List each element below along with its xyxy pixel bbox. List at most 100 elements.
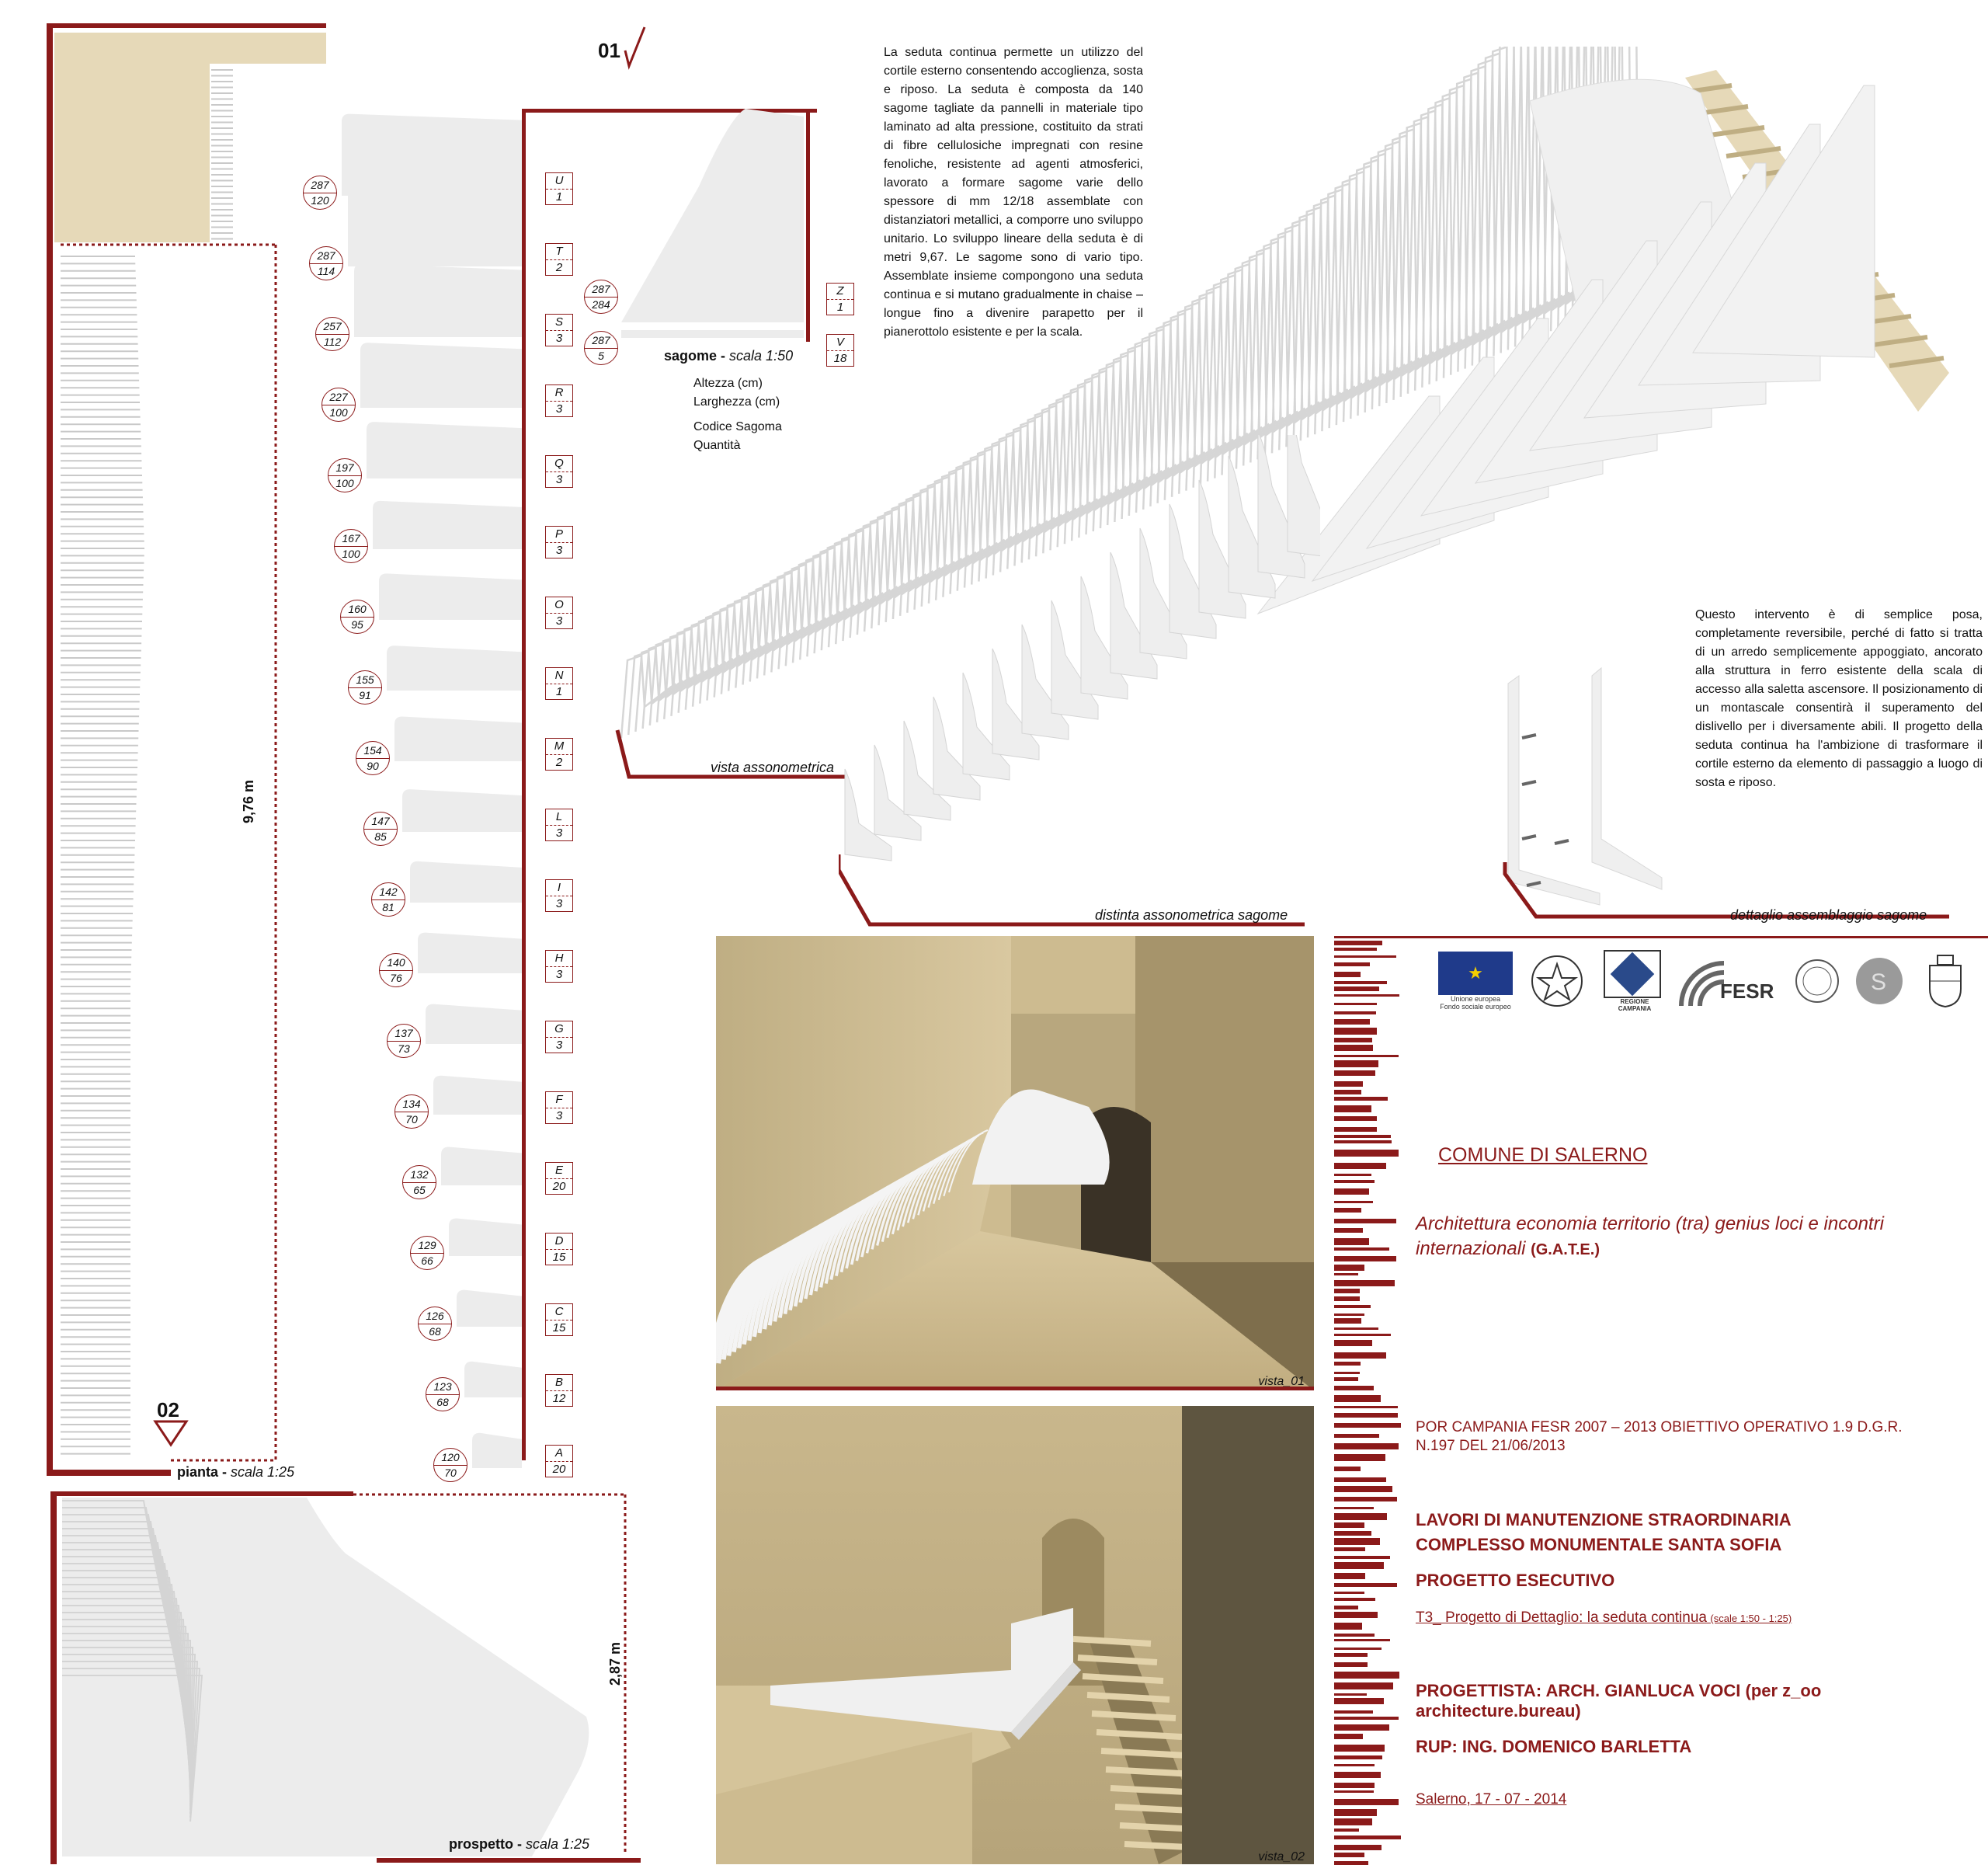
sagoma-height: 257 <box>316 318 349 335</box>
barcode-stripe <box>1334 1395 1381 1402</box>
stair-tread <box>1077 1655 1158 1665</box>
barcode-stripe <box>1334 1556 1390 1559</box>
barcode-stripe <box>1334 1724 1389 1731</box>
sagoma-code: G <box>546 1021 572 1038</box>
barcode-stripe <box>1334 1019 1370 1025</box>
barcode-stripe <box>1334 1583 1397 1587</box>
sagoma-width: 114 <box>317 265 335 277</box>
barcode-stripe <box>1334 1174 1371 1176</box>
stair-tread <box>1709 125 1765 137</box>
barcode-stripe <box>1334 1273 1358 1275</box>
sagoma-height: 287 <box>585 280 617 298</box>
sagoma-height: 137 <box>388 1025 420 1042</box>
pianta-drawing <box>47 23 551 1476</box>
barcode-stripe <box>1334 1045 1373 1051</box>
barcode-stripe <box>1334 1783 1375 1788</box>
sagoma-profile <box>441 1147 522 1185</box>
axonometric-caption: vista assonometrica <box>711 760 835 775</box>
barcode-stripe <box>1334 1413 1398 1418</box>
barcode-stripe <box>1334 1201 1373 1203</box>
barcode-stripe <box>1334 1662 1368 1667</box>
axonometric-view <box>613 0 1980 792</box>
barcode-stripe <box>1334 1809 1377 1816</box>
render-vista-01-image <box>716 936 1314 1390</box>
sagome-title-scale: scala 1:50 <box>729 348 794 364</box>
sagoma-profile <box>348 184 522 266</box>
barcode-stripe <box>1334 1238 1369 1245</box>
barcode-stripe <box>1334 1592 1364 1594</box>
seal-logo <box>1790 949 1844 1013</box>
barcode-stripe <box>1334 941 1382 945</box>
distinta-panel <box>844 768 892 861</box>
barcode-stripe <box>1334 1772 1381 1778</box>
stair-tread <box>1096 1729 1183 1740</box>
barcode-stripe <box>1334 1467 1361 1471</box>
sagoma-height: 120 <box>434 1449 467 1466</box>
sagoma-width: 81 <box>382 901 394 913</box>
barcode-stripe <box>1334 1386 1374 1390</box>
sagoma-profile <box>394 716 522 761</box>
sagoma-quantity: 15 <box>552 1251 566 1264</box>
barcode-stripe <box>1334 1296 1360 1301</box>
salerno-crest <box>1918 949 1972 1013</box>
barcode-stripe <box>1334 1639 1390 1641</box>
barcode-stripe <box>1334 1280 1395 1286</box>
sagoma-width: 73 <box>398 1042 410 1055</box>
sagoma-quantity: 1 <box>555 190 563 204</box>
barcode-stripe <box>1334 1327 1378 1330</box>
barcode-stripe <box>1334 972 1361 977</box>
sagoma-code: Z <box>827 284 853 300</box>
barcode-stripe <box>1334 1734 1363 1739</box>
barcode-stripe <box>1334 1318 1361 1324</box>
project-title-text: Architettura economia territorio (tra) g… <box>1416 1213 1884 1259</box>
barcode-stripe <box>1334 1127 1377 1132</box>
sagoma-code: V <box>827 335 853 351</box>
barcode-stripe <box>1334 981 1387 984</box>
barcode-stripe <box>1334 1477 1386 1482</box>
legend-width: Larghezza (cm) <box>693 395 780 409</box>
render-parapet <box>972 1089 1110 1185</box>
stair-tread <box>1072 1636 1152 1647</box>
barcode-stripe <box>1334 1755 1382 1759</box>
barcode-stripe <box>1334 1188 1369 1195</box>
note-text: Questo intervento è di semplice posa, co… <box>1695 608 1983 789</box>
barcode-stripe <box>1334 1648 1382 1650</box>
stair-tread <box>1100 1748 1189 1759</box>
sagoma-height: 129 <box>411 1237 443 1254</box>
barcode-stripe <box>1334 1845 1382 1850</box>
sagoma-code: R <box>546 385 572 402</box>
sagoma-code: H <box>546 951 572 967</box>
barcode-stripe <box>1334 1682 1393 1689</box>
barcode-stripes <box>1334 941 1401 1865</box>
sagoma-profile <box>367 422 522 478</box>
comune-title: COMUNE DI SALERNO <box>1438 1144 1647 1167</box>
sagoma-width: 68 <box>436 1396 449 1408</box>
sagoma-profile <box>342 113 522 196</box>
sagoma-height: 140 <box>380 954 412 971</box>
sagoma-quantity: 1 <box>836 301 844 314</box>
barcode-stripe <box>1334 1208 1361 1213</box>
fesr-logo-text: FESR <box>1720 979 1774 1003</box>
barcode-stripe <box>1334 986 1379 991</box>
sagoma-quantity: 1 <box>555 685 563 698</box>
distinta-drawing <box>836 407 1335 927</box>
barcode-stripe <box>1334 1693 1367 1696</box>
designer-line: PROGETTISTA: ARCH. GIANLUCA VOCI (per z_… <box>1416 1681 1822 1721</box>
sagoma-profile <box>373 500 522 549</box>
barcode-stripe <box>1334 1090 1361 1094</box>
view-marker-01-arrow <box>624 26 646 70</box>
sagoma-height: 147 <box>364 812 397 830</box>
